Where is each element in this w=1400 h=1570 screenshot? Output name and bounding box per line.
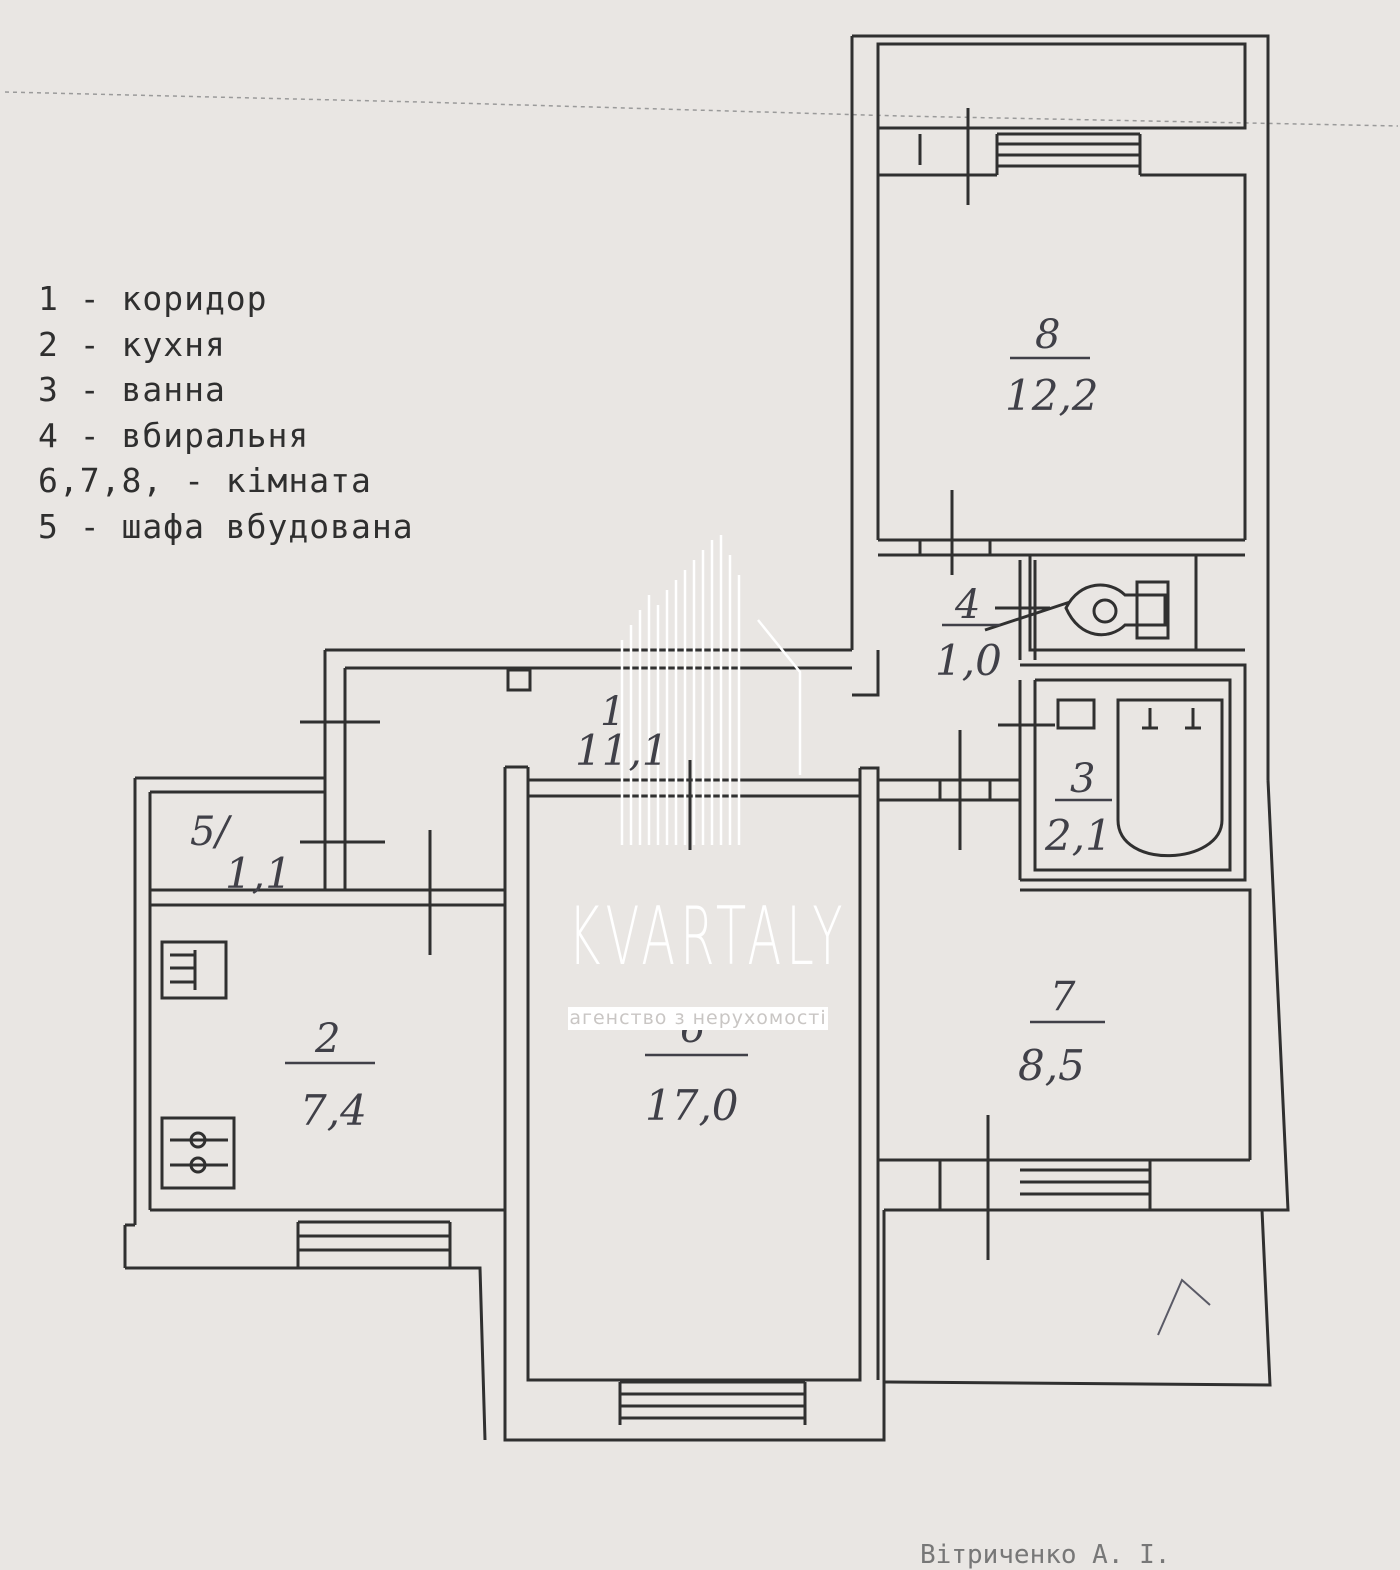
kitchen-stove [160,1116,236,1190]
room-labels: 8 12,2 4 1,0 1 11,1 3 2,1 5/ 1,1 7 8,5 2… [190,312,1112,1135]
footer-signature: Вітриченко А. І. [920,1540,1171,1570]
watermark-logo [620,535,802,845]
watermark-tagline: агенство з нерухомості [568,1007,828,1030]
stove-burner-2 [189,1156,207,1174]
wall-balcony-bottom [883,1209,1272,1387]
door-room7 [958,730,990,1260]
legend-item: 2 - кухня [38,324,226,364]
room-8-area: 12,2 [1005,371,1099,420]
wall-room8-bottom [878,538,1245,557]
room-7-number: 7 [1050,974,1076,1020]
stove-burner-1 [189,1131,207,1149]
room-1-area: 11,1 [575,726,669,775]
room-5-number: 5/ [190,809,232,855]
legend-item: 5 - шафа вбудована [38,506,414,546]
window-kitchen [296,1220,452,1268]
room-2-number: 2 [314,1016,340,1062]
door-toilet [995,560,1050,660]
wall-bath [1020,663,1247,882]
legend-item: 4 - вбиральня [38,415,310,455]
fraction-bars [285,356,1112,1065]
legend-item: 3 - ванна [38,370,226,409]
fold-line [4,91,1399,127]
wall-room8-left [850,36,922,650]
wall-room7 [878,778,1290,1212]
legend: 1 - коридор 2 - кухня 3 - ванна 4 - вбир… [38,276,414,549]
legend-item: 6,7,8, - кімната [38,461,372,500]
window-balcony-top [995,132,1142,175]
wall-room8-top [878,173,1247,540]
wall-kitchen [123,888,505,1441]
wall-closet [133,776,325,1225]
room-3-area: 2,1 [1044,811,1112,860]
room-8-number: 8 [1035,312,1060,358]
corridor-socket [506,668,532,692]
kitchen-sink [160,940,228,1000]
bath-faucet [1142,708,1201,730]
wall-toilet [1028,555,1245,652]
door-corridor-closet [300,720,385,844]
sink [1056,698,1096,730]
room-4-area: 1,0 [935,636,1002,685]
room-3-number: 3 [1070,756,1095,802]
toilet-tank [1135,580,1170,640]
room-7-area: 8,5 [1018,1041,1085,1090]
wall-balcony-inner [876,42,1247,130]
room-5-area: 1,1 [225,849,292,898]
legend-item: 1 - коридор [38,279,268,318]
bathtub [1116,698,1224,858]
wall-corridor-left [323,650,347,890]
toilet-seat [1092,598,1118,624]
room-4-number: 4 [954,582,980,628]
room-2-area: 7,4 [300,1086,367,1135]
window-room6 [618,1380,807,1425]
room-1-number: 1 [600,689,625,735]
wall-corridor-top [325,648,880,697]
toilet-bowl [1064,583,1167,637]
room-6-area: 17,0 [645,1081,739,1130]
wall-balcony-top [852,34,1270,780]
window-room7 [938,1160,1152,1210]
pen-mark [1157,1278,1211,1336]
watermark-name: KVARTALY [568,890,848,983]
